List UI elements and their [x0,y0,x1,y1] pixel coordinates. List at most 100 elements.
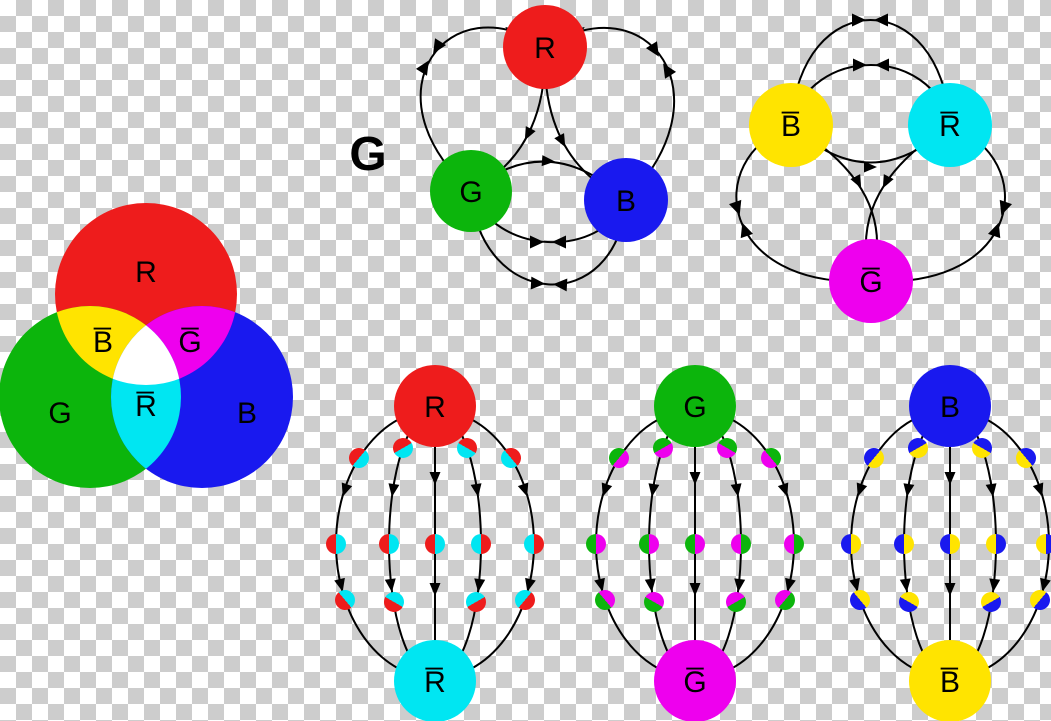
gluon-dot [639,534,659,554]
meson-red-antired: R R̅ [326,365,544,721]
node-label-blue: B [616,185,636,218]
arrowhead-icon [337,482,353,499]
node-label-green: G [683,391,706,424]
arrowhead-icon [517,482,533,499]
antiquark-antired-node [908,83,992,167]
meson-blue-antiblue: B B̅ [841,365,1051,721]
arrowhead-icon [944,472,956,485]
quark-red-node [394,365,476,447]
venn-white-region [111,306,181,385]
venn-label-red: R [135,256,157,289]
quark-red-node [503,5,587,89]
gluon-dots [326,438,544,613]
gluon-dot [393,438,413,458]
arrowhead-icon [1032,482,1048,499]
gluon-dot [349,448,369,468]
arrowhead-icon [899,578,913,593]
node-label-antired: R̅ [424,666,446,699]
gluon-dot [326,534,346,554]
gluon-dot [457,438,477,458]
gluon-dot [524,534,544,554]
gluon-dot [466,592,487,612]
quark-green-node [654,365,736,447]
gluon-dot [685,534,705,554]
antiquark-antigreen-node [829,239,913,323]
gluon-dot [761,448,781,468]
node-label-red: R [534,32,556,65]
gluon-dot [379,534,399,554]
gluon-dot [841,534,861,554]
gluon-dot [717,438,737,458]
color-venn-diagram: R B̅ G̅ G R̅ B [0,203,293,488]
gluon-dot [425,534,445,554]
node-label-antiblue: B̅ [781,110,801,143]
gluon-dot [471,534,491,554]
gluon-dot [894,534,914,554]
quark-blue-node [909,365,991,447]
node-label-antired: R̅ [939,110,961,143]
venn-label-antiblue: B̅ [93,326,113,359]
gluon-dot [731,534,751,554]
gluon-dot [1036,534,1051,554]
arrowhead-icon [987,578,1001,593]
venn-label-green: G [48,397,71,430]
quark-green-node [430,150,512,232]
arrowhead-icon [597,482,613,499]
gluon-dots [841,437,1051,612]
double-arrow-icon [987,199,1013,239]
venn-triple-overlap [111,306,181,385]
node-label-red: R [424,391,446,424]
arrowhead-icon [429,583,441,596]
gluon-dot [644,592,664,612]
double-arrow-icon [645,41,677,79]
node-label-antigreen: G̅ [683,666,706,699]
gluon-dot [515,590,535,610]
venn-label-blue: B [237,397,257,430]
antiquark-antigreen-node [654,640,736,721]
node-label-green: G [459,176,482,209]
gluon-dot [595,590,615,610]
antiquark-antiblue-node [909,640,991,721]
node-label-antigreen: G̅ [859,266,882,299]
gluon-dot [850,590,870,610]
arrowhead-icon [554,133,571,150]
antiquark-antiblue-node [749,83,833,167]
gluon-caption-g: G [349,128,386,181]
arrowhead-icon [519,126,536,143]
arrowhead-icon [429,472,441,485]
gluon-dot [980,592,1001,612]
gluon-line [790,19,951,126]
arrowhead-icon [732,578,746,593]
venn-label-antigreen: G̅ [178,326,201,359]
arrowhead-icon [852,482,868,499]
gluon-dot [1016,448,1036,468]
arrowhead-icon [944,583,956,596]
gluon-dot [586,534,606,554]
gluon-line [544,26,676,201]
venn-label-antired: R̅ [135,390,157,423]
gluon-dot [899,592,919,612]
gluon-dot [972,438,992,458]
arrowhead-icon [384,578,398,593]
gluon-dot [940,534,960,554]
gluon-dot [775,590,795,610]
gluon-dot [726,592,746,612]
arrowhead-icon [689,583,701,596]
node-label-antiblue: B̅ [940,666,960,699]
node-label-blue: B [940,391,960,424]
arrowhead-icon [472,578,486,593]
color-octet-diagram: R G B [415,5,677,292]
gluon-dot [1030,590,1051,610]
gluon-dot [501,448,521,468]
gluon-dot [384,592,404,613]
arrowhead-icon [689,472,701,485]
antiquark-antired-node [394,640,476,721]
gluon-dot [986,534,1006,554]
gluon-dot [335,590,355,610]
meson-green-antigreen: G G̅ [586,365,804,721]
arrowhead-icon [541,155,556,167]
arrowhead-icon [644,578,658,593]
gluon-dot [653,438,673,458]
